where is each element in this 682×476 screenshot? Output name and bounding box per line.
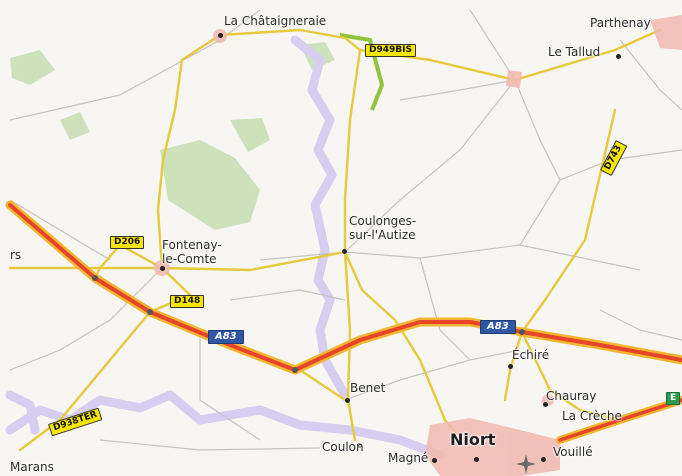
road-shield-a83-east: A83 [480,320,516,334]
road-shield-d206: D206 [110,236,145,249]
place-label-magne[interactable]: Magné [388,451,429,465]
place-label-fragment[interactable]: rs [10,248,22,262]
place-label-chauray[interactable]: Chauray [546,389,597,403]
main-roads [8,28,662,452]
place-dot [218,33,223,38]
place-label-coulonges-sur-lautize[interactable]: Coulonges- sur-l'Autize [349,214,417,242]
motorway-east [556,396,682,444]
place-dot [541,457,546,462]
place-dot [432,458,437,463]
place-dot [342,249,347,254]
place-dot [345,398,350,403]
place-dot [543,402,548,407]
place-dot [508,364,513,369]
place-label-coulon[interactable]: Coulon [322,440,364,454]
place-label-la-creche[interactable]: La Crèche [562,409,622,423]
national-road-segment [339,33,385,111]
place-label-niort[interactable]: Niort [450,430,496,449]
place-label-vouille[interactable]: Vouillé [553,445,593,459]
place-label-le-tallud[interactable]: Le Tallud [548,45,601,59]
motorway-a83 [5,200,682,375]
interchange-markers [92,275,525,373]
place-label-echire[interactable]: Échiré [512,348,550,362]
road-shield-d148: D148 [170,295,205,308]
place-dot [357,443,362,448]
place-label-parthenay[interactable]: Parthenay [590,16,651,30]
road-shield-d949bis: D949BIS [365,44,416,57]
place-dot [160,266,165,271]
airport-icon [516,454,536,474]
place-label-la-chataigneraie[interactable]: La Châtaigneraie [224,14,327,28]
place-label-marans[interactable]: Marans [10,460,54,474]
road-shield-e-route: E [666,392,681,405]
road-shield-a83-west: A83 [208,330,244,344]
place-label-fontenay-le-comte[interactable]: Fontenay- le-Comte [162,238,222,266]
forest-areas [10,42,335,230]
place-label-benet[interactable]: Benet [350,381,386,395]
place-dot [474,457,479,462]
place-dot [616,54,621,59]
urban-areas [154,15,682,476]
